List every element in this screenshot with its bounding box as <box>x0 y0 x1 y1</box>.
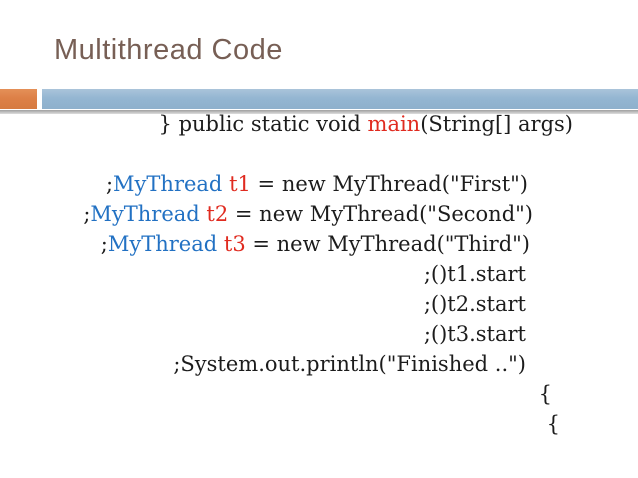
divider-shadow <box>0 110 638 114</box>
divider-bar <box>42 89 638 109</box>
variable-t2: t2 <box>206 202 229 226</box>
code-line-println: ;System.out.println("Finished ..") <box>173 352 526 376</box>
code-line-t1-start: ;()t1.start <box>423 262 526 286</box>
code-line-open-brace-2: { <box>546 412 560 436</box>
code-line-t3-start: ;()t3.start <box>423 322 526 346</box>
keyword-main: main <box>367 112 421 136</box>
code-text: } public static void <box>158 112 368 136</box>
code-line-main-signature: } public static void main(String[] args) <box>0 109 638 139</box>
code-line-blank <box>0 139 638 169</box>
code-text: = new MyThread("Second") <box>228 202 533 226</box>
divider-accent-square <box>0 89 37 109</box>
code-text: = new MyThread("First") <box>250 172 528 196</box>
code-line-t2-start: ;()t2.start <box>423 292 526 316</box>
variable-t1: t1 <box>229 172 251 196</box>
classname-mythread: MyThread <box>90 202 200 226</box>
code-line-t3-declaration: ;MyThread t3 = new MyThread("Third") <box>0 229 638 259</box>
code-block: } public static void main(String[] args)… <box>0 109 638 439</box>
code-text: ; <box>100 232 108 256</box>
code-text: ; <box>83 202 91 226</box>
title-divider <box>0 89 638 109</box>
code-text: ; <box>105 172 114 196</box>
code-text: = new MyThread("Third") <box>245 232 530 256</box>
code-line-t1-declaration: ;MyThread t1 = new MyThread("First") <box>0 169 638 199</box>
code-text <box>217 232 224 256</box>
classname-mythread: MyThread <box>113 172 223 196</box>
slide-title: Multithread Code <box>54 34 283 66</box>
code-line-t2-declaration: ;MyThread t2 = new MyThread("Second") <box>0 199 638 229</box>
classname-mythread: MyThread <box>107 232 218 256</box>
code-text: (String[] args) <box>420 112 573 136</box>
code-line-open-brace-1: { <box>538 382 552 406</box>
variable-t3: t3 <box>223 232 246 256</box>
